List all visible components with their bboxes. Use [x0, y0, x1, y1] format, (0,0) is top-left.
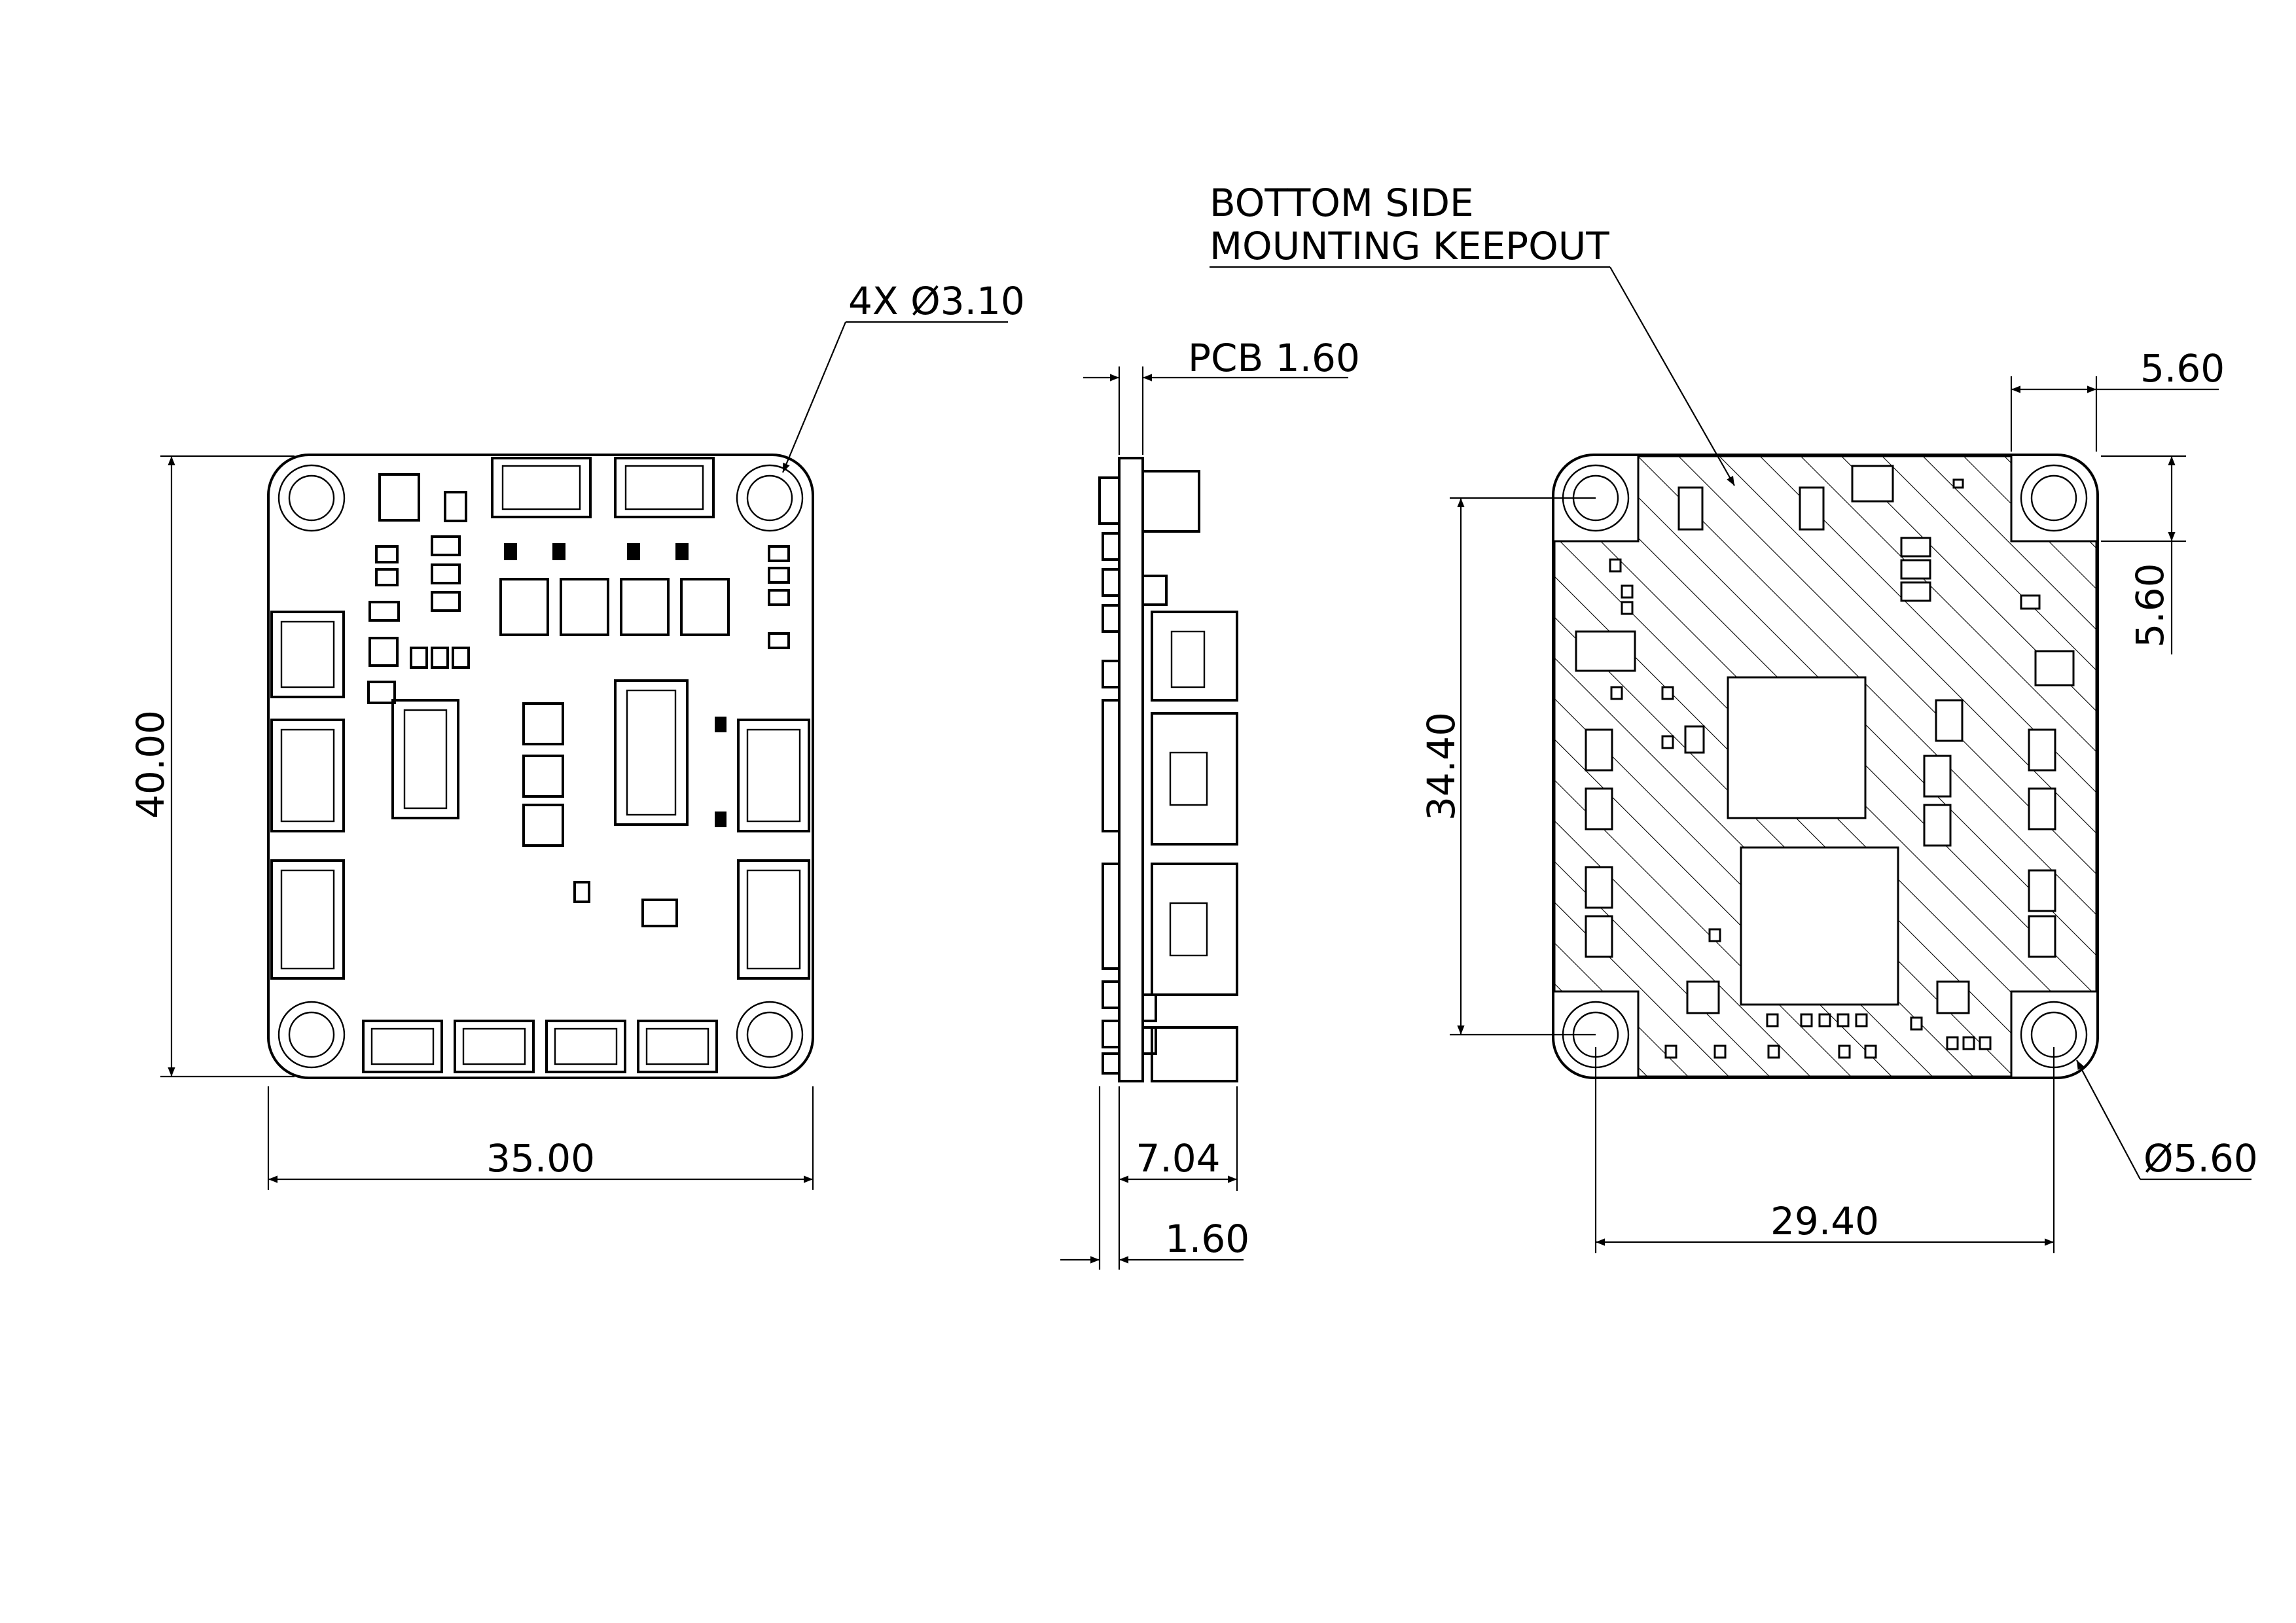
side-view [1098, 457, 1238, 1082]
pad-diameter-callout: Ø5.60 [2144, 1136, 2258, 1181]
bottom-view [1552, 454, 2099, 1079]
bottom-edge-connectors [362, 1020, 718, 1073]
hole-span-horizontal: 29.40 [1770, 1199, 1879, 1243]
pcb-thickness-callout: PCB 1.60 [1188, 336, 1360, 380]
top-width-dimension: 35.00 [486, 1136, 595, 1181]
keepout-width-dimension: 5.60 [2140, 346, 2225, 391]
hole-callout: 4X Ø3.10 [848, 279, 1025, 323]
top-components [367, 473, 790, 927]
hole-span-vertical: 34.40 [1419, 712, 1463, 821]
side-height-dimension: 7.04 [1136, 1136, 1220, 1181]
keepout-label-line1: BOTTOM SIDE [1210, 181, 1474, 225]
keepout-height-dimension: 5.60 [2128, 563, 2172, 647]
side-pcb [1118, 457, 1144, 1082]
side-view-dimensions: PCB 1.60 7.04 1.60 [1060, 336, 1360, 1270]
bottom-components [1575, 465, 2075, 1059]
bottom-board-outline [1552, 454, 2099, 1079]
top-view [267, 454, 814, 1079]
top-mounting-holes [278, 464, 804, 1069]
keepout-label-line2: MOUNTING KEEPOUT [1210, 224, 1609, 268]
top-board-outline [267, 454, 814, 1079]
top-height-dimension: 40.00 [128, 710, 173, 819]
top-edge-connectors [491, 457, 715, 560]
right-edge-connectors [737, 719, 810, 980]
bottom-view-dimensions: BOTTOM SIDE MOUNTING KEEPOUT 5.60 5.60 3… [1210, 181, 2258, 1253]
top-view-dimensions: 40.00 35.00 4X Ø3.10 [128, 279, 1025, 1190]
left-edge-connectors [270, 611, 345, 980]
side-board-dimension: 1.60 [1165, 1217, 1249, 1261]
